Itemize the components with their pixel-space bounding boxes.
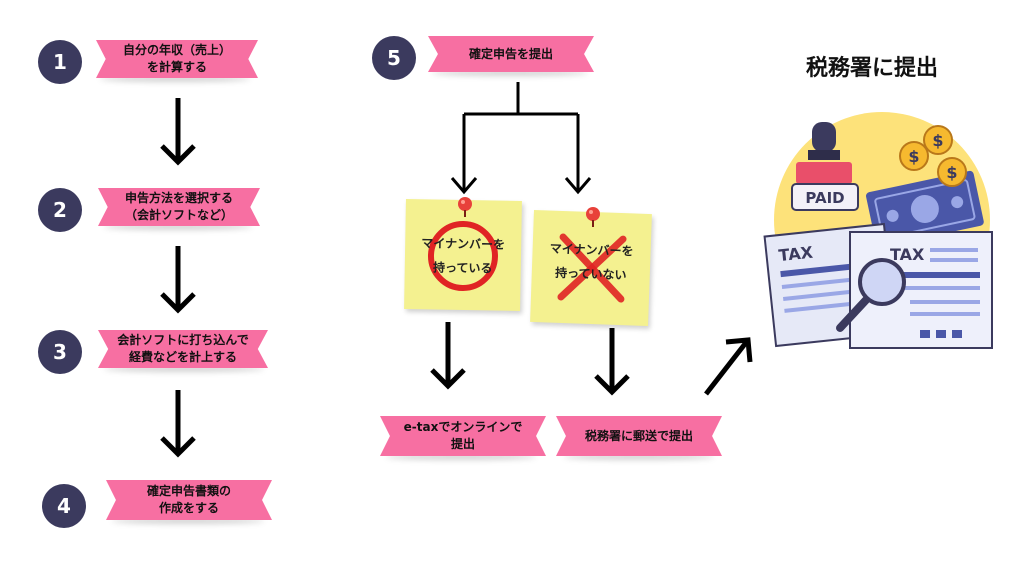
outcome-online-line1: e-taxでオンラインで [403, 420, 523, 434]
step-3-label: 会計ソフトに打ち込んで 経費などを計上する [98, 330, 268, 368]
step-4-label: 確定申告書類の 作成をする [106, 480, 272, 520]
ribbon-shadow [104, 224, 252, 230]
down-arrow-icon [594, 328, 630, 396]
down-arrow-icon [430, 322, 466, 390]
diagonal-arrow-icon [704, 337, 753, 396]
ribbon-shadow [112, 518, 264, 524]
coin-symbol: $ [908, 147, 919, 166]
note-has-card-line2: 持っている [432, 260, 493, 276]
down-arrow-icon [160, 98, 196, 166]
note-has-card-line1: マイナンバーを [421, 236, 506, 252]
form-label: TAX [890, 245, 925, 264]
outcome-mail-line1: 税務署に郵送で提出 [584, 428, 693, 443]
note-no-card-line1: マイナンバーを [549, 241, 634, 259]
step-5-number: 5 [372, 36, 416, 80]
tax-documents-illustration: PAID $ $ $ TAX TAX [763, 112, 993, 349]
step-2-number: 2 [38, 188, 82, 232]
step-1-number: 1 [38, 40, 82, 84]
ribbon-shadow [104, 366, 264, 372]
outcome-online: e-taxでオンラインで 提出 [380, 416, 546, 456]
ribbon-shadow [564, 454, 714, 460]
step-1-line1: 自分の年収（売上） [122, 43, 231, 57]
stamp-text: PAID [805, 189, 844, 207]
coin-symbol: $ [932, 131, 943, 150]
x-mark-icon [557, 233, 627, 303]
branch-connector [450, 82, 592, 195]
step-4-line2: 作成をする [158, 501, 219, 515]
note-no-card-line2: 持っていない [554, 265, 627, 283]
step-1-line2: を計算する [146, 60, 207, 74]
pushpin-icon [586, 207, 600, 227]
ribbon-shadow [100, 76, 250, 82]
step-2-label: 申告方法を選択する （会計ソフトなど） [98, 188, 260, 226]
step-4-number: 4 [42, 484, 86, 528]
down-arrow-icon [160, 246, 196, 314]
tax-office-title: 税務署に提出 [806, 56, 939, 81]
step-3-line2: 経費などを計上する [128, 350, 237, 364]
outcome-mail: 税務署に郵送で提出 [556, 416, 722, 456]
step-3-number: 3 [38, 330, 82, 374]
step-2-line1: 申告方法を選択する [124, 191, 233, 205]
outcome-online-line2: 提出 [450, 437, 475, 451]
note-has-card-text: マイナンバーを 持っている [405, 231, 522, 281]
note-no-card-text: マイナンバーを 持っていない [531, 236, 651, 288]
circle-mark-icon [427, 220, 498, 291]
ribbon-shadow [432, 70, 588, 76]
step-4-line1: 確定申告書類の [146, 484, 231, 498]
step-5-label: 確定申告を提出 [428, 36, 594, 72]
step-5-line1: 確定申告を提出 [468, 46, 553, 61]
sticky-note-has-card: マイナンバーを 持っている [404, 198, 522, 312]
form-label: TAX [778, 243, 815, 266]
step-1-label: 自分の年収（売上） を計算する [96, 40, 258, 78]
step-2-line2: （会計ソフトなど） [124, 208, 233, 222]
ribbon-shadow [386, 454, 536, 460]
step-3-line1: 会計ソフトに打ち込んで [117, 333, 249, 347]
pushpin-icon [458, 197, 472, 217]
down-arrow-icon [160, 390, 196, 458]
coin-symbol: $ [946, 163, 957, 182]
sticky-note-no-card: マイナンバーを 持っていない [530, 209, 652, 327]
